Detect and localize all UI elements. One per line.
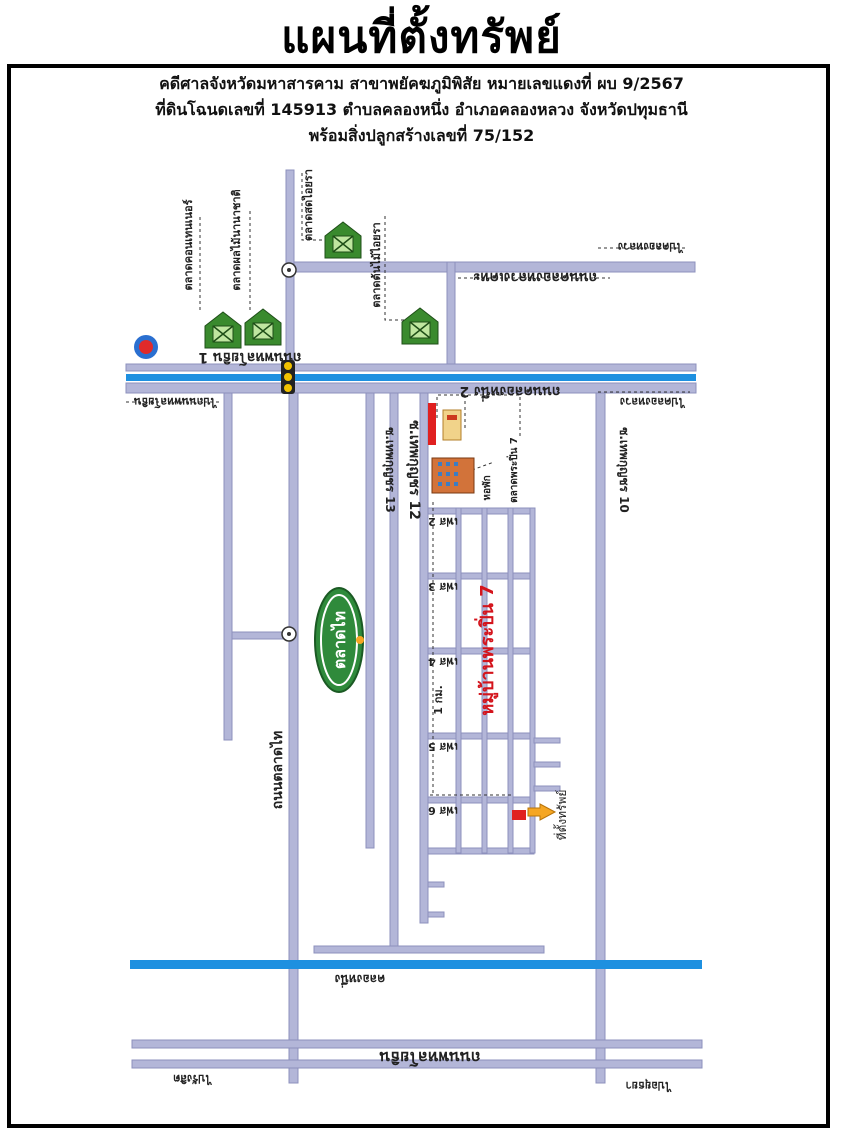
label-village: หมู่บ้านพระปิ่น 7 xyxy=(474,584,499,715)
label-phase-2: เฟส 2 xyxy=(428,515,458,528)
label-canal: คลองหนึ่ง xyxy=(335,972,386,988)
label-property: ที่ตั้งทรัพย์ xyxy=(553,790,569,841)
market-icon-container xyxy=(204,311,242,349)
label-distance: 1 กม. xyxy=(432,685,445,715)
label-phase-4: เฟส 4 xyxy=(428,655,458,668)
label-market-plants: ตลาดต้นไม้ไอยรา xyxy=(369,222,383,307)
label-to-right-bottom: ไปอยุธยา xyxy=(626,1078,673,1093)
label-phase-3: เฟส 3 xyxy=(428,580,458,593)
road-left-branch xyxy=(231,631,290,640)
road-soi-13 xyxy=(365,392,375,849)
canal-main xyxy=(126,374,696,381)
label-talat-thai-road: ถนนตลาดไท xyxy=(268,731,286,810)
talat-thai-logo xyxy=(314,587,364,693)
dorm-building-icon xyxy=(431,457,475,494)
property-marker xyxy=(512,803,557,821)
village-grid xyxy=(427,507,561,918)
label-dorm: หอพัก xyxy=(481,475,493,500)
label-kheha-road: ถนนคลองหลวงเคหะ xyxy=(473,269,597,285)
label-talat-thai: ตลาดไท xyxy=(330,611,349,669)
label-soi-13: ซ.เทพกุญชร 13 xyxy=(382,427,397,513)
label-soi-10: ซ.เทพกุญชร 10 xyxy=(616,427,631,513)
road-bottom-2 xyxy=(131,1059,703,1069)
label-phahon-left: ไปถนนพหลโยธิน xyxy=(133,395,218,409)
case-line: คดีศาลจังหวัดมหาสารคาม สาขาพยัคฆภูมิพิสั… xyxy=(159,74,684,93)
label-market-aiyara: ตลาดสดไอยรา xyxy=(301,169,315,241)
road-upper-middle xyxy=(446,261,456,369)
label-bottom-road: ถนนพหลโยธิน xyxy=(379,1048,480,1068)
gas-station-icon xyxy=(134,335,158,359)
label-phase-6: เฟส 6 xyxy=(428,804,458,817)
label-phase-5: เฟส 5 xyxy=(428,740,458,753)
road-talat-thai xyxy=(288,392,299,1084)
road-phahon-1-north xyxy=(125,363,697,372)
label-to-left-bottom: ไปรังสิต xyxy=(173,1072,213,1086)
market-icon-plants xyxy=(401,307,439,345)
shop-icon xyxy=(428,403,462,445)
label-market-container: ตลาดคอนเทนเนอร์ xyxy=(182,199,195,290)
label-to-khlong-luang: ไปคลองหลวง xyxy=(620,395,686,409)
road-left-vertical xyxy=(223,392,233,741)
building-line: พร้อมสิ่งปลูกสร้างเลขที่ 75/152 xyxy=(308,126,535,145)
road-phahon-1-south xyxy=(125,382,697,394)
traffic-light-icon xyxy=(281,360,295,394)
label-to-khlong-luang-top: ไปคลองหลวง xyxy=(618,240,684,254)
label-market-prapin: ตลาดพระปิ่น 7 xyxy=(506,437,520,503)
label-soi-12: ซ.เทพกุญชร 12 xyxy=(406,420,422,520)
canal-klong-nueng xyxy=(130,960,702,969)
market-icon-fruit xyxy=(244,308,282,346)
u-turn-icon xyxy=(281,262,297,278)
map-title: แผนที่ตั้งทรัพย์ xyxy=(281,12,562,63)
road-village-spine xyxy=(419,392,429,924)
label-market-fruit: ตลาดผลไม้นานาชาติ xyxy=(229,189,243,290)
label-klong-nueng-2: ถนนคลองหนึ่ง 2 xyxy=(459,383,560,402)
u-turn-icon xyxy=(281,626,297,642)
label-phahon-1: ถนนพหลโยธิน 1 xyxy=(198,349,301,367)
deed-line: ที่ดินโฉนดเลขที่ 145913 ตำบลคลองหนึ่ง อำ… xyxy=(155,100,688,119)
road-canal-side xyxy=(313,945,545,954)
road-soi-10 xyxy=(595,392,606,1084)
road-bottom-1 xyxy=(131,1039,703,1049)
market-icon-aiyara xyxy=(324,221,362,259)
